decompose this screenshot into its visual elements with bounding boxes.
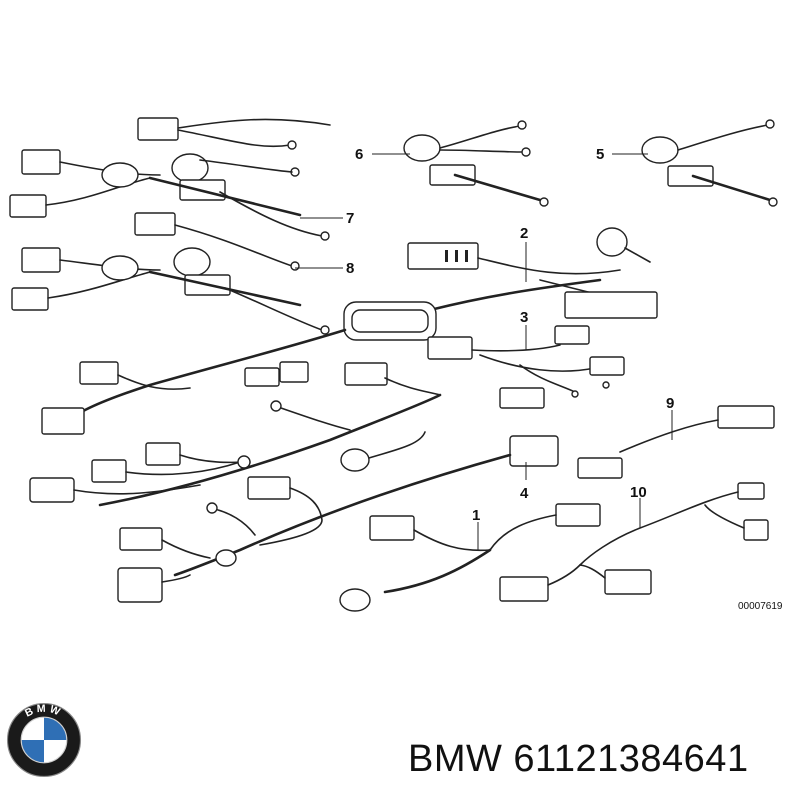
part-number-caption: BMW 61121384641 [408,738,749,780]
harness-3 [427,325,625,409]
grommet-assembly-5 [641,119,778,207]
callout-2: 2 [520,225,528,242]
callout-6: 6 [355,146,363,163]
diagram-ref-code: 00007619 [738,601,783,612]
callout-4: 4 [520,485,529,502]
harness-assembly-7 [9,117,331,241]
harness-1 [339,503,601,612]
callout-10: 10 [630,484,647,501]
svg-text:BMW: BMW [23,703,64,720]
wiring-harness-diagram: 6 5 7 2 8 3 9 4 10 1 00007619 [9,117,783,612]
callout-7: 7 [346,210,354,227]
callout-3: 3 [520,309,528,326]
main-harness-2 [41,227,658,435]
harness-4 [117,435,559,603]
harness-assembly-8 [11,212,330,335]
callout-5: 5 [596,146,604,163]
bmw-logo: BMW [6,703,82,778]
leader-lines [295,153,673,550]
harness-9 [577,405,775,479]
callout-9: 9 [666,395,674,412]
grommet-assembly-6 [403,120,549,207]
callout-8: 8 [346,260,354,277]
lower-left-harness [29,362,442,507]
callout-1: 1 [472,507,480,524]
